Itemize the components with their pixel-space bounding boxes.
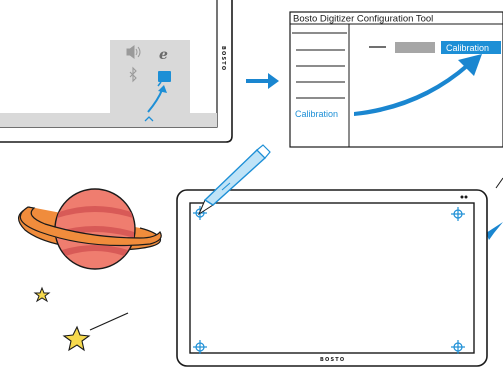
tablet-led	[464, 195, 468, 199]
flow-arrow-down-left	[486, 222, 503, 240]
sidebar-menu	[292, 32, 347, 99]
pen-tablet: BOSTO	[176, 144, 488, 367]
planet-ring-front	[19, 206, 162, 247]
calibration-button[interactable]	[441, 41, 501, 54]
crosshair-icon[interactable]	[451, 207, 465, 221]
monitor-brand: BOSTO	[220, 46, 226, 71]
crosshair-icon[interactable]	[193, 340, 207, 354]
window-title: Bosto Digitizer Configuration Tool	[293, 14, 433, 25]
calibration-button-label: Calibration	[446, 43, 489, 53]
crosshair-icon[interactable]	[451, 340, 465, 354]
tablet-driver-icon[interactable]	[157, 71, 171, 87]
tablet-brand: BOSTO	[320, 357, 345, 363]
system-tray-popup	[110, 40, 190, 127]
window-frame	[289, 11, 503, 148]
ie-icon: e	[159, 47, 168, 63]
planet-illustration	[18, 188, 162, 270]
planet-stripes	[56, 206, 134, 256]
shooting-star	[62, 312, 129, 352]
swoosh-arrowhead	[458, 54, 482, 76]
stylus-pen-icon	[197, 144, 271, 216]
tray-pointer-arrowhead	[158, 85, 167, 93]
sidebar-item-calibration[interactable]: Calibration	[295, 109, 338, 119]
volume-icon	[126, 45, 141, 59]
monitor-screen: e BOSTO	[0, 0, 233, 143]
tablet-led	[460, 195, 464, 199]
swoosh-arrow	[354, 64, 470, 116]
star-small	[33, 286, 51, 303]
tablet-screen	[189, 202, 475, 354]
chevron-up-icon[interactable]	[144, 116, 154, 122]
config-window: Bosto Digitizer Configuration Tool Calib…	[289, 11, 503, 148]
content-field	[395, 42, 435, 53]
monitor-bezel	[0, 0, 233, 143]
bluetooth-icon	[129, 66, 137, 83]
connector-line	[495, 177, 503, 189]
flow-arrow-right	[246, 73, 279, 89]
